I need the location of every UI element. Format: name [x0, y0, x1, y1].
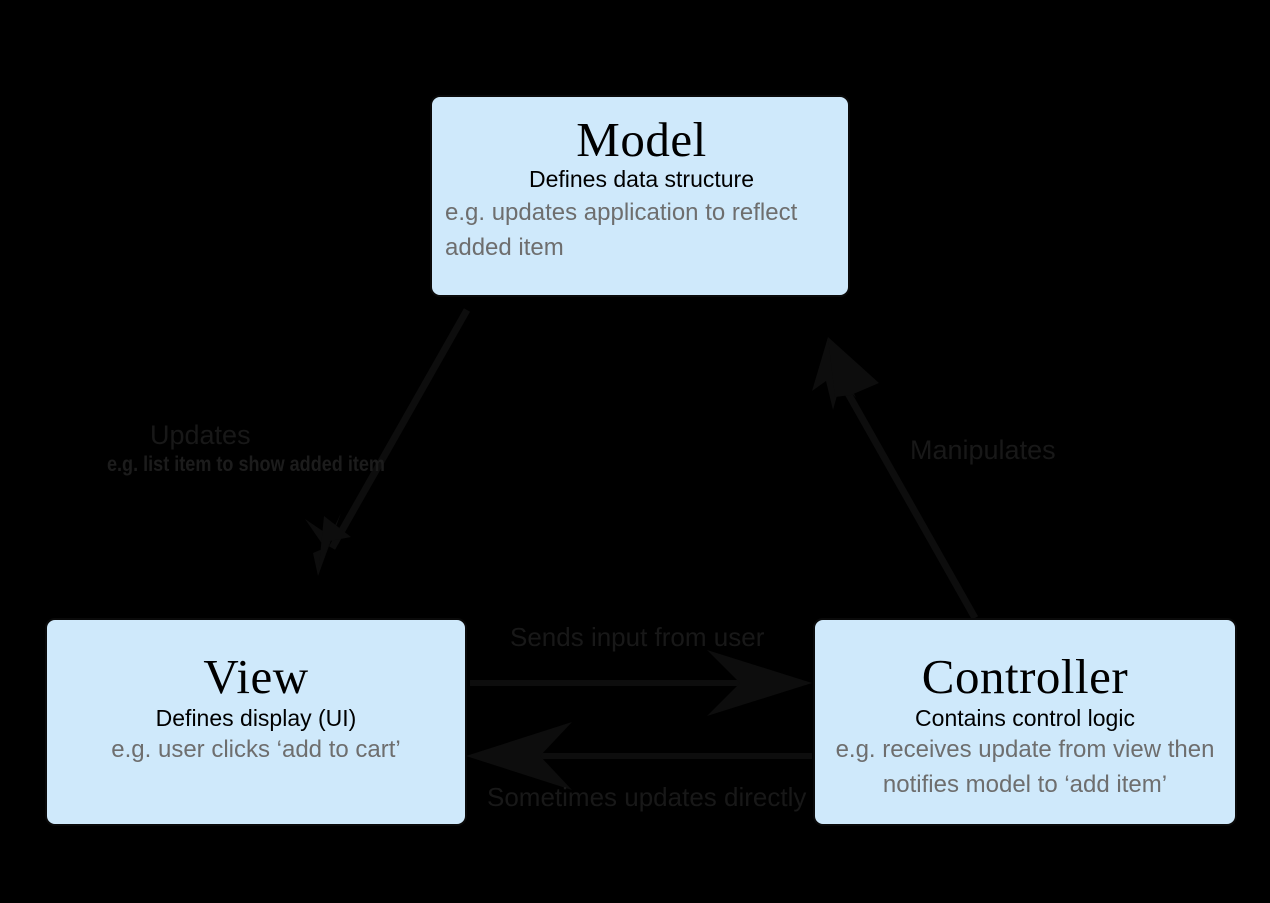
node-controller-subtitle: Contains control logic [915, 705, 1135, 731]
node-model-subtitle: Defines data structure [528, 166, 754, 192]
edge-sublabel-updates: e.g. list item to show added item [107, 453, 385, 476]
node-controller-description: e.g. receives update from view then noti… [835, 736, 1215, 798]
node-view-description: e.g. user clicks ‘add to cart’ [111, 736, 401, 764]
node-view-subtitle: Defines display (UI) [155, 705, 357, 731]
node-controller-title: Controller [921, 649, 1129, 704]
node-controller[interactable]: Controller Contains control logic e.g. r… [813, 618, 1237, 826]
edge-label-manipulates: Manipulates [910, 435, 1056, 465]
edge-label-sometimes-updates-directly: Sometimes updates directly [487, 782, 807, 812]
node-model-title: Model [576, 112, 707, 167]
edge-label-updates: Updates [150, 420, 251, 450]
edge-label-sends-input-from-user: Sends input from user [510, 622, 765, 652]
node-view[interactable]: View Defines display (UI) e.g. user clic… [45, 618, 467, 826]
arrow-model-to-view [305, 308, 471, 576]
arrow-controller-to-model [812, 337, 979, 620]
node-model[interactable]: Model Defines data structure e.g. update… [430, 95, 850, 297]
arrow-view-to-controller [470, 650, 812, 716]
node-model-description: e.g. updates application to reflect adde… [445, 199, 798, 261]
arrow-controller-to-view [466, 722, 812, 790]
node-view-title: View [203, 649, 309, 704]
